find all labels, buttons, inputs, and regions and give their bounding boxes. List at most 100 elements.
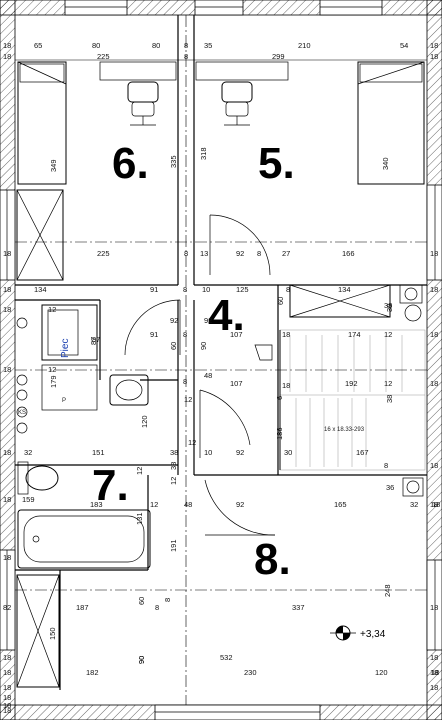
- row_lower-2: 12: [150, 500, 158, 509]
- left-col-5: 18: [3, 365, 11, 374]
- vert_mid-7: 38: [385, 395, 394, 403]
- right-col-10: 18: [430, 668, 438, 677]
- row_lower-4: 92: [236, 500, 244, 509]
- right-col-5: 18: [430, 379, 438, 388]
- row_hall2-0: 12: [48, 305, 56, 314]
- vert_mid-9: 6: [275, 396, 284, 400]
- left-col-8: 18: [3, 553, 11, 562]
- vert_top-2: 318: [199, 147, 208, 160]
- vert_top-0: 349: [49, 159, 58, 172]
- right-col-3: 18: [430, 285, 438, 294]
- row_hall1-5: 8: [286, 285, 290, 294]
- row_bottom2-1: 230: [244, 668, 257, 677]
- p-label: P: [62, 398, 66, 404]
- staircase: [254, 329, 426, 471]
- row_bottom1-0: 532: [220, 653, 233, 662]
- vert_mid-8: 30: [385, 304, 394, 312]
- room-label-5: 5.: [258, 139, 295, 188]
- right-col-6: 18: [430, 461, 438, 470]
- row_hall2-1: 91: [150, 330, 158, 339]
- row_bath-6: 30: [284, 448, 292, 457]
- row_hall1-3: 10: [202, 285, 210, 294]
- right-col-2: 18: [430, 249, 438, 258]
- row_bedrooms-0: 225: [97, 249, 110, 258]
- second_row-2: 299: [272, 52, 285, 61]
- vert_top-3: 340: [381, 157, 390, 170]
- row_bedrooms-4: 8: [257, 249, 261, 258]
- vert_mid-5: 90: [199, 342, 208, 350]
- row_lower-3: 48: [184, 500, 192, 509]
- vert_low-5: 12: [169, 477, 178, 485]
- utility-box: [41, 364, 98, 411]
- row_bottom2-2: 120: [375, 668, 388, 677]
- left-col-10: 18: [3, 653, 11, 662]
- row_hall1-4: 125: [236, 285, 249, 294]
- row_hall2-4: 92: [170, 316, 178, 325]
- row_lower-5: 165: [334, 500, 347, 509]
- row_hall3-4: 107: [230, 379, 243, 388]
- axis-lines: [15, 15, 427, 705]
- room-label-8: 8.: [254, 535, 291, 584]
- left-col-9: 82: [3, 603, 11, 612]
- vert_low-0: 131: [135, 512, 144, 525]
- row_bedrooms-2: 13: [200, 249, 208, 258]
- vert_bottom-1: 150: [48, 627, 57, 640]
- row_bath-8: 8: [384, 461, 388, 470]
- left-col-14: 18: [3, 701, 11, 710]
- row_hall2-6: 107: [230, 330, 243, 339]
- top_row-4: 35: [204, 41, 212, 50]
- vert_bottom-2: 90: [137, 656, 146, 664]
- vert_top-1: 335: [169, 155, 178, 168]
- left-col-13: 18: [3, 693, 11, 702]
- row_bath-2: 38: [170, 448, 178, 457]
- row_bottom2-0: 182: [86, 668, 99, 677]
- vert_mid-3: 60: [276, 297, 285, 305]
- room-label-6: 6.: [112, 139, 149, 188]
- row_bath-7: 167: [356, 448, 369, 457]
- top_row-2: 80: [152, 41, 160, 50]
- wardrobe-hall: [289, 284, 391, 318]
- row_hall2-8: 174: [348, 330, 361, 339]
- row_hall3-6: 192: [345, 379, 358, 388]
- sink: [109, 374, 149, 406]
- room-label-7: 7.: [92, 461, 129, 510]
- wardrobe-bottom-left: [16, 574, 60, 688]
- room-label-4: 4.: [208, 291, 245, 340]
- desk-left: [99, 61, 177, 126]
- row_hall1-6: 134: [338, 285, 351, 294]
- vert_low-4: 38: [169, 462, 178, 470]
- row_lower-6: 36: [386, 483, 394, 492]
- right-col-9: 18: [430, 653, 438, 662]
- row_hall3-7: 12: [384, 379, 392, 388]
- left-col-12: 18: [3, 683, 11, 692]
- left-col-2: 18: [3, 249, 11, 258]
- desk-right: [195, 61, 289, 126]
- left-col-11: 18: [3, 668, 11, 677]
- row_hall1-1: 91: [150, 285, 158, 294]
- left-col-4: 18: [3, 305, 11, 314]
- row_bath-0: 32: [24, 448, 32, 457]
- right-col-7: 18: [430, 500, 438, 509]
- row_bath-3: 12: [188, 438, 196, 447]
- vert_mid-2: 87: [89, 337, 98, 345]
- row_hall2-3: 87: [92, 335, 100, 344]
- row_bottom2-3: 18: [431, 668, 439, 677]
- row_hall2-9: 12: [384, 330, 392, 339]
- level-mark-label: +3,34: [360, 629, 386, 640]
- vert_mid-1: 120: [140, 415, 149, 428]
- doors: [124, 214, 276, 536]
- top_row-3: 8: [184, 41, 188, 50]
- row_hall3-5: 18: [282, 381, 290, 390]
- wardrobe-left: [16, 189, 64, 281]
- row_hall1-0: 134: [34, 285, 47, 294]
- row_hall2-2: 8: [183, 330, 187, 339]
- row_lower-7: 32: [410, 500, 418, 509]
- second_row-1: 8: [184, 52, 188, 61]
- vert_bottom-3: 8: [163, 598, 172, 602]
- left-col-3: 18: [3, 285, 11, 294]
- stairs-label: 16 x 18.33-293: [324, 427, 365, 433]
- row_lower-1: 183: [90, 500, 103, 509]
